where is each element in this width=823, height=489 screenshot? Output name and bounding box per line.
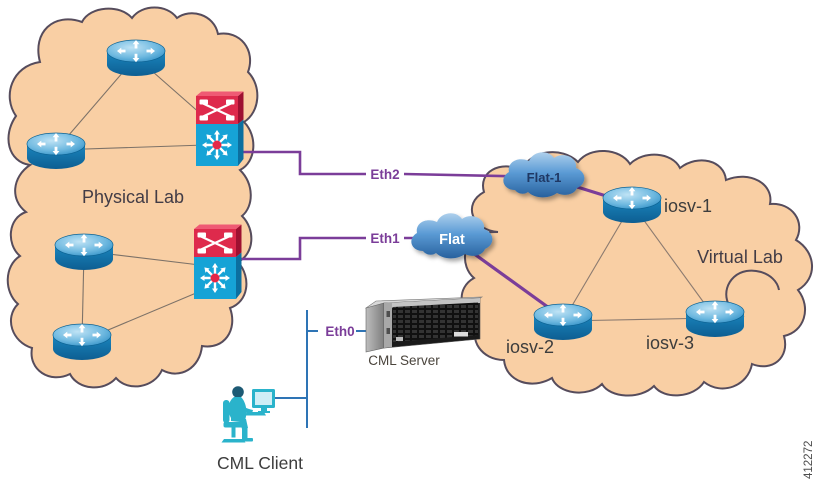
eth2-label: Eth2 (370, 167, 399, 182)
iosv-1-label: iosv-1 (664, 196, 712, 216)
eth1-label: Eth1 (370, 231, 400, 246)
cml-server-label: CML Server (368, 353, 440, 368)
iosv-3-router-icon (686, 301, 744, 337)
physical-router-2-icon (27, 133, 85, 169)
eth0-label: Eth0 (325, 324, 354, 339)
iosv-1-router-icon (603, 187, 661, 223)
cml-client-icon (221, 386, 275, 443)
iosv-2-router-icon (534, 304, 592, 340)
physical-router-3-icon (55, 234, 113, 270)
cml-server-icon (364, 296, 484, 353)
physical-lab-label: Physical Lab (82, 187, 184, 207)
flat-cloud-label: Flat (439, 232, 465, 248)
physical-router-4-icon (53, 324, 111, 360)
physical-switch-1-icon (196, 92, 244, 167)
cml-client-label: CML Client (217, 453, 303, 473)
physical-switch-2-icon (194, 225, 242, 300)
iosv-2-label: iosv-2 (506, 337, 554, 357)
flat-1-cloud-label: Flat-1 (527, 170, 562, 185)
figure-number: 412272 (803, 441, 815, 479)
iosv-3-label: iosv-3 (646, 333, 694, 353)
virtual-lab-label: Virtual Lab (697, 247, 783, 267)
physical-router-1-icon (107, 40, 165, 76)
